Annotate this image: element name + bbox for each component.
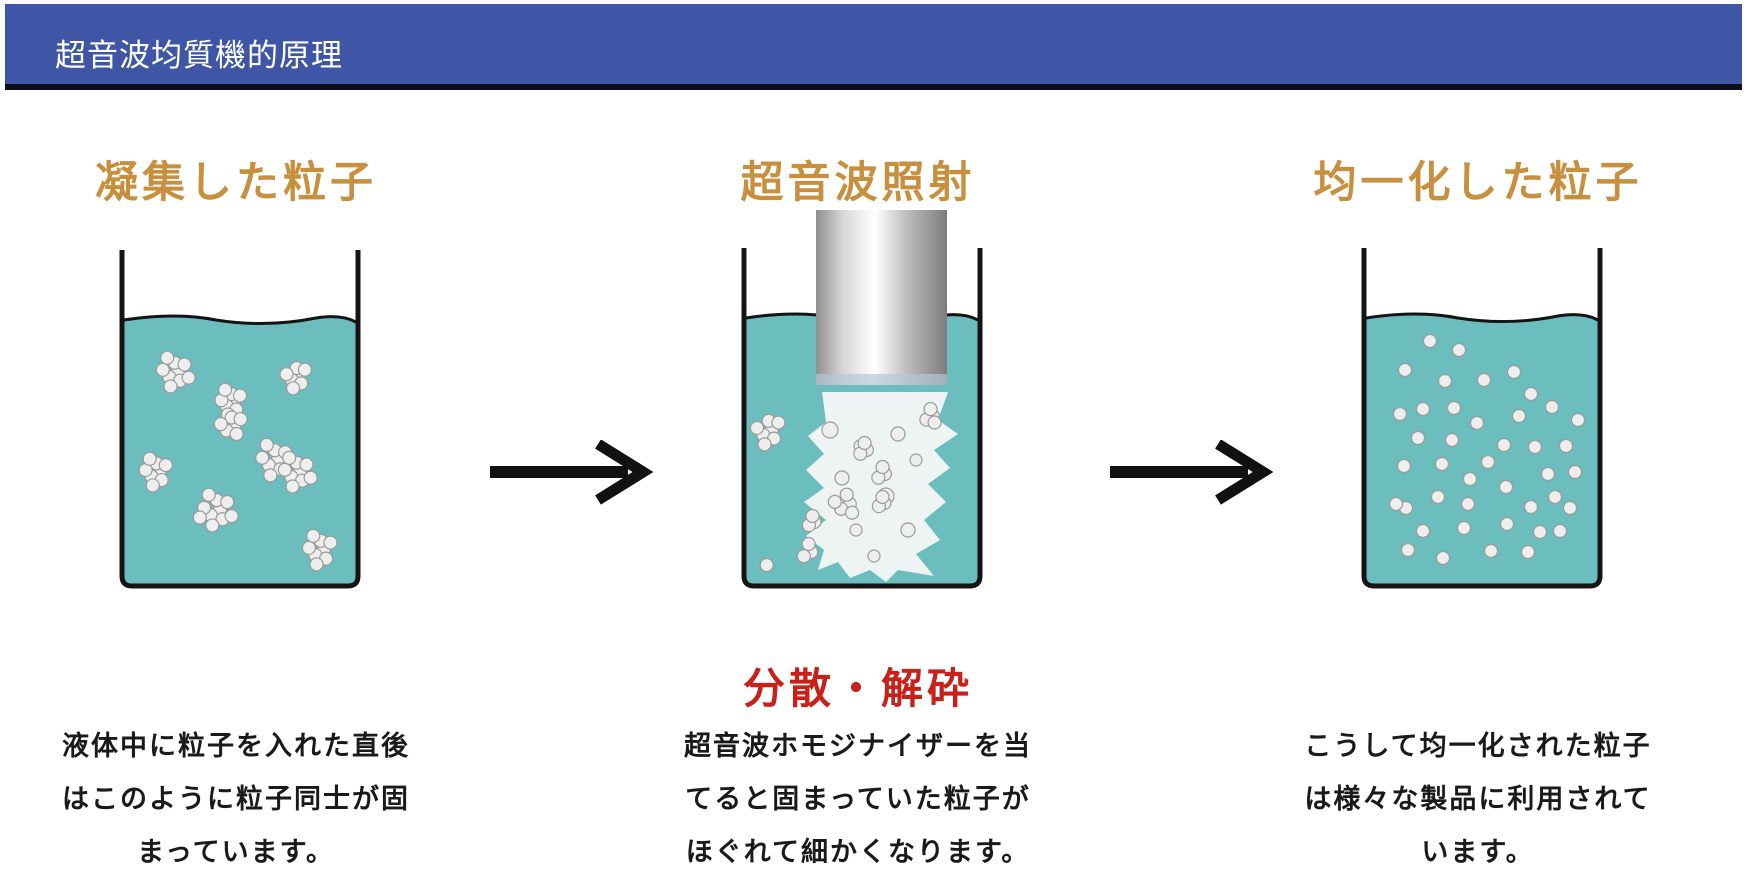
beaker-irradiation [741,210,983,589]
dispersion-label: 分散・解砕 [742,664,973,713]
beaker-aggregated [119,250,361,589]
arrow-right-icon [1110,440,1274,505]
desc-line: 液体中に粒子を入れた直後 [62,731,410,762]
particle-clusters [138,350,338,572]
desc-line: てると固まっていた粒子が [685,784,1031,815]
panel-homogenized: 均一化した粒子 こうして均一化された粒子 は様々な製品に利用されて います。 [1218,100,1738,890]
particle-clusters [749,401,942,573]
panel-description: こうして均一化された粒子 は様々な製品に利用されて います。 [1218,720,1738,879]
panel-heading: 超音波照射 [740,158,976,208]
desc-line: います。 [1421,837,1535,868]
panel-heading: 均一化した粒子 [1313,158,1643,208]
header-bar: 超音波均質機的原理 [5,4,1742,90]
desc-line: はこのように粒子同士が固 [62,784,410,815]
ultrasonic-spray [804,392,958,582]
desc-line: こうして均一化された粒子 [1304,731,1652,762]
panel-description: 液体中に粒子を入れた直後 はこのように粒子同士が固 まっています。 [0,720,496,879]
panel-irradiation: 超音波照射 分散・解砕 超音波ホモジナイザーを当 てると固まっていた粒子が ほぐ… [598,100,1118,890]
probe-icon [816,210,947,385]
panel-heading: 凝集した粒子 [95,158,377,208]
desc-line: ほぐれて細かくなります。 [685,837,1031,868]
panel-description: 超音波ホモジナイザーを当 てると固まっていた粒子が ほぐれて細かくなります。 [598,720,1118,879]
page-title: 超音波均質機的原理 [55,38,343,74]
beaker-homogenized [1361,248,1603,589]
desc-line: は様々な製品に利用されて [1304,784,1652,815]
arrow-right-icon [490,440,654,505]
desc-line: 超音波ホモジナイザーを当 [684,731,1032,762]
dispersed-particles [1388,333,1586,566]
desc-line: まっています。 [137,837,335,868]
panel-aggregated: 凝集した粒子 液体中に粒子を入れた直後 はこのように粒子同士が固 まっています。 [0,100,496,890]
